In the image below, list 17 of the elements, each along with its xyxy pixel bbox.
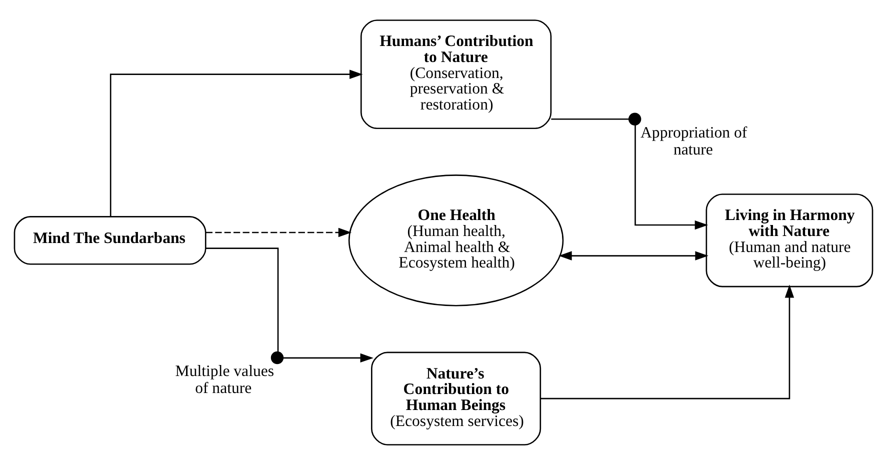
node-box: Humans’ Contribution to Nature (Conservation, preservation & restoration) — [360, 19, 552, 129]
arrow — [282, 352, 373, 362]
node-ellipse: One Health (Human health, Animal health & Ecosystem health) — [348, 174, 564, 306]
node-box: Nature’s Contribution to Human Beings (Ecosystem services) — [370, 351, 541, 445]
node-circle — [628, 112, 641, 125]
connector — [205, 247, 278, 352]
node-label: Multiple values of nature — [174, 362, 274, 397]
arrow — [540, 284, 794, 399]
node-box: Mind The Sundarbans — [13, 216, 206, 264]
arrow — [558, 250, 708, 260]
arrow — [109, 69, 362, 216]
node-box: Living in Harmony with Nature (Human and nature well-being) — [705, 193, 873, 287]
node-label: Appropriation of nature — [640, 124, 747, 158]
arrow — [634, 124, 708, 230]
arrow — [205, 227, 352, 237]
node-circle — [270, 350, 284, 364]
connector — [550, 118, 628, 120]
